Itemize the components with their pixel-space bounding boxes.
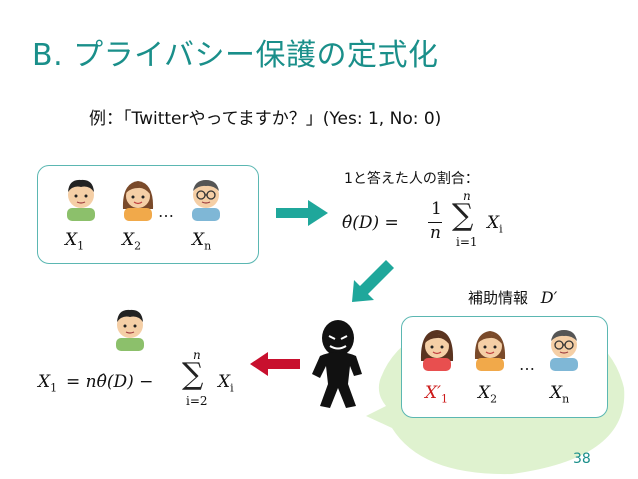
arrow-left-icon	[250, 352, 300, 376]
ellipsis-text: …	[158, 202, 174, 221]
estimator-frac-bar	[428, 222, 442, 223]
aux-info-panel: … X′1 X2 Xn	[401, 316, 608, 418]
slide-title: B. プライバシー保護の定式化	[32, 38, 439, 73]
arrow-down-left-icon	[352, 260, 394, 302]
attack-formula: X1 = nθ̂(D) − n ∑ i=2 Xi	[38, 348, 248, 418]
attack-eq: = nθ̂(D) −	[66, 372, 154, 392]
attack-lhs: X1	[38, 372, 58, 395]
estimator-formula: θ̂(D) = 1 n n ∑ i=1 Xi	[342, 189, 522, 255]
person-male-icon	[67, 179, 95, 221]
estimator-caption: 1と答えた人の割合：	[344, 171, 479, 187]
attack-sum-bottom: i=2	[186, 394, 208, 408]
ellipsis-text: …	[519, 355, 535, 374]
person-female-icon	[420, 330, 454, 371]
person-male-icon	[116, 309, 144, 351]
estimator-sum-bottom: i=1	[456, 235, 478, 249]
page-number: 38	[573, 451, 591, 467]
example-question: 例：「Twitterやってますか？」(Yes: 1, No: 0)	[89, 109, 442, 129]
attack-sum-top: n	[193, 348, 201, 362]
label-x1-prime: X′1	[425, 383, 448, 406]
label-x1: X1	[65, 230, 85, 253]
person-glasses-icon	[550, 330, 578, 371]
estimator-sum-top: n	[463, 189, 471, 203]
attacker-icon	[312, 320, 362, 408]
person-glasses-icon	[192, 180, 220, 221]
aux-info-caption: 補助情報 D′	[468, 288, 558, 307]
arrow-right-icon	[276, 200, 328, 226]
estimator-lhs: θ̂(D) =	[342, 213, 399, 233]
label-xn: Xn	[550, 383, 570, 406]
person-female-icon	[474, 331, 506, 371]
label-x2: X2	[122, 230, 142, 253]
label-xn: Xn	[192, 230, 212, 253]
attack-summand: Xi	[218, 372, 234, 395]
summation-sign-icon: ∑	[452, 198, 474, 233]
estimator-frac-den: n	[430, 223, 441, 243]
summation-sign-icon: ∑	[182, 357, 204, 392]
person-female-icon	[122, 181, 154, 221]
population-panel: … X1 X2 Xn	[37, 165, 259, 264]
estimator-frac-num: 1	[431, 199, 442, 219]
label-x2: X2	[478, 383, 498, 406]
estimator-summand: Xi	[487, 213, 503, 236]
